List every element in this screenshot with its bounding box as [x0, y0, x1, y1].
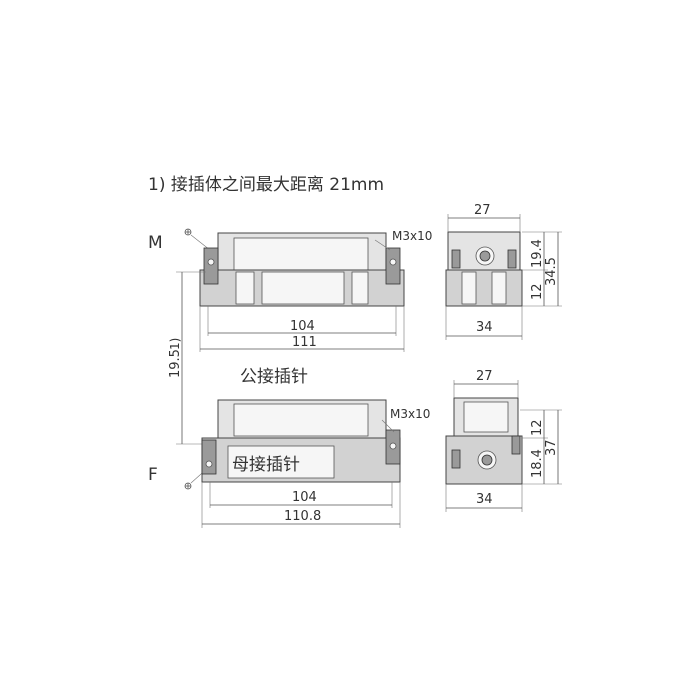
male-front-inner-dim: 104: [290, 319, 315, 334]
male-side-top-dim: 27: [474, 203, 491, 218]
female-side-h2-dim: 37: [544, 439, 559, 456]
female-side-h3-dim: 18.4: [530, 449, 545, 478]
female-side-top-dim: 27: [476, 369, 493, 384]
gap-note: 1): [168, 338, 182, 350]
male-side-h1-dim: 19.4: [530, 239, 545, 268]
male-side-view: 27 34 19.4 34.5 12: [445, 203, 562, 340]
female-side-h1-dim: 12: [530, 419, 545, 436]
female-front-outer-dim: 110.8: [284, 509, 321, 524]
male-front-outer-dim: 111: [292, 335, 317, 350]
female-front-inner-dim: 104: [292, 490, 317, 505]
male-name-label: 公接插针: [240, 367, 308, 387]
male-side-bottom-dim: 34: [476, 320, 493, 335]
drawing-title: 1) 接插体之间最大距离 21mm: [148, 175, 384, 195]
ground-symbol-icon: [184, 228, 211, 251]
male-side-h2-dim: 34.5: [544, 257, 559, 286]
male-side-h3-dim: 12: [530, 283, 545, 300]
female-screw-label: M3x10: [390, 407, 430, 421]
male-letter: M: [148, 233, 163, 253]
female-front-view: F M3x10 母接插针 104 110.8: [148, 399, 430, 528]
female-side-view: 27 34 12 37 18.4: [445, 369, 562, 512]
female-side-bottom-dim: 34: [476, 492, 493, 507]
male-screw-label: M3x10: [392, 229, 432, 243]
male-front-view: M M3x10 104 111: [148, 228, 432, 352]
female-name-label: 母接插针: [232, 455, 300, 475]
gap-dimension: 19.5 1): [168, 271, 206, 445]
gap-vertical-dim: 19.5: [168, 349, 183, 378]
female-letter: F: [148, 465, 158, 485]
